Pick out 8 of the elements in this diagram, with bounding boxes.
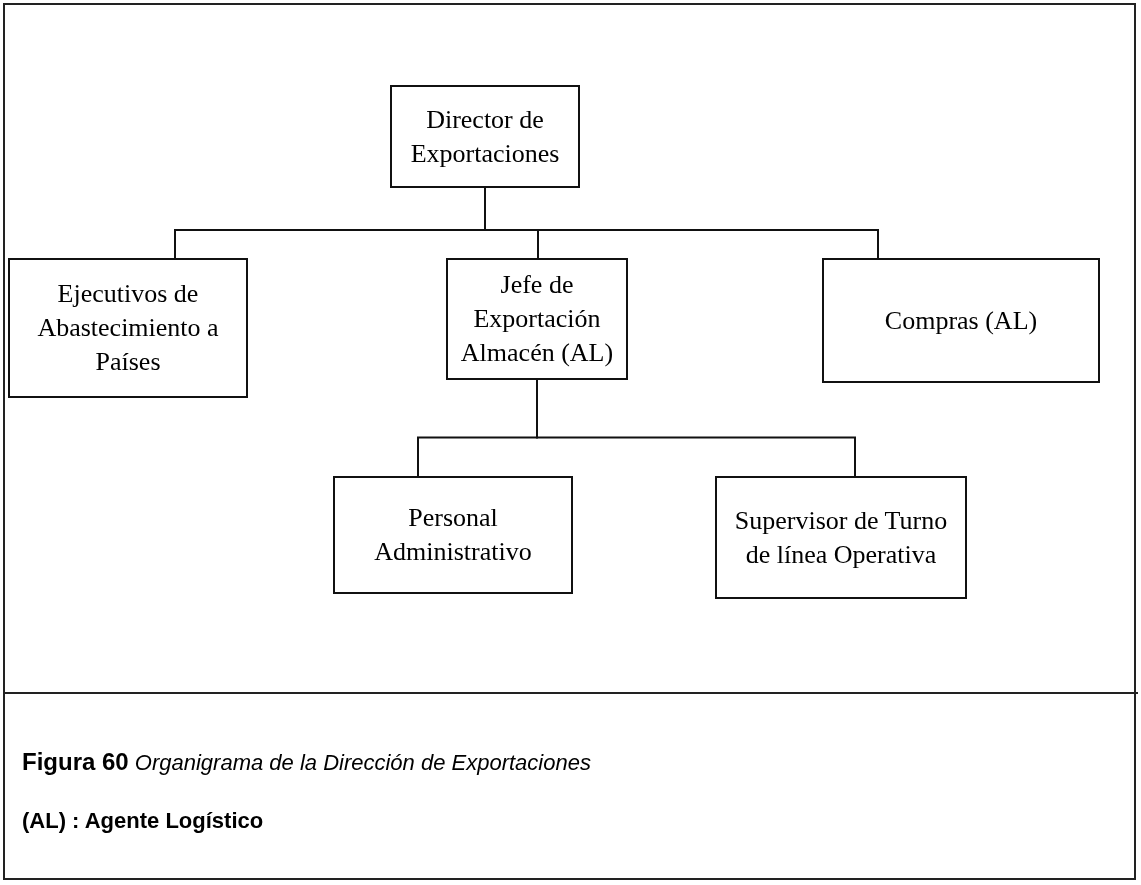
org-box: Ejecutivos de Abastecimiento a Países: [8, 258, 248, 398]
org-box: Personal Administrativo: [333, 476, 573, 594]
figure-caption: Figura 60 Organigrama de la Dirección de Exportaciones: [22, 748, 591, 776]
org-box: Jefe de Exportación Almacén (AL): [446, 258, 628, 380]
org-box: Compras (AL): [822, 258, 1100, 383]
org-box: Supervisor de Turno de línea Operativa: [715, 476, 967, 599]
abbreviation-note: (AL) : Agente Logístico: [22, 808, 264, 834]
org-box: Director de Exportaciones: [390, 85, 580, 188]
